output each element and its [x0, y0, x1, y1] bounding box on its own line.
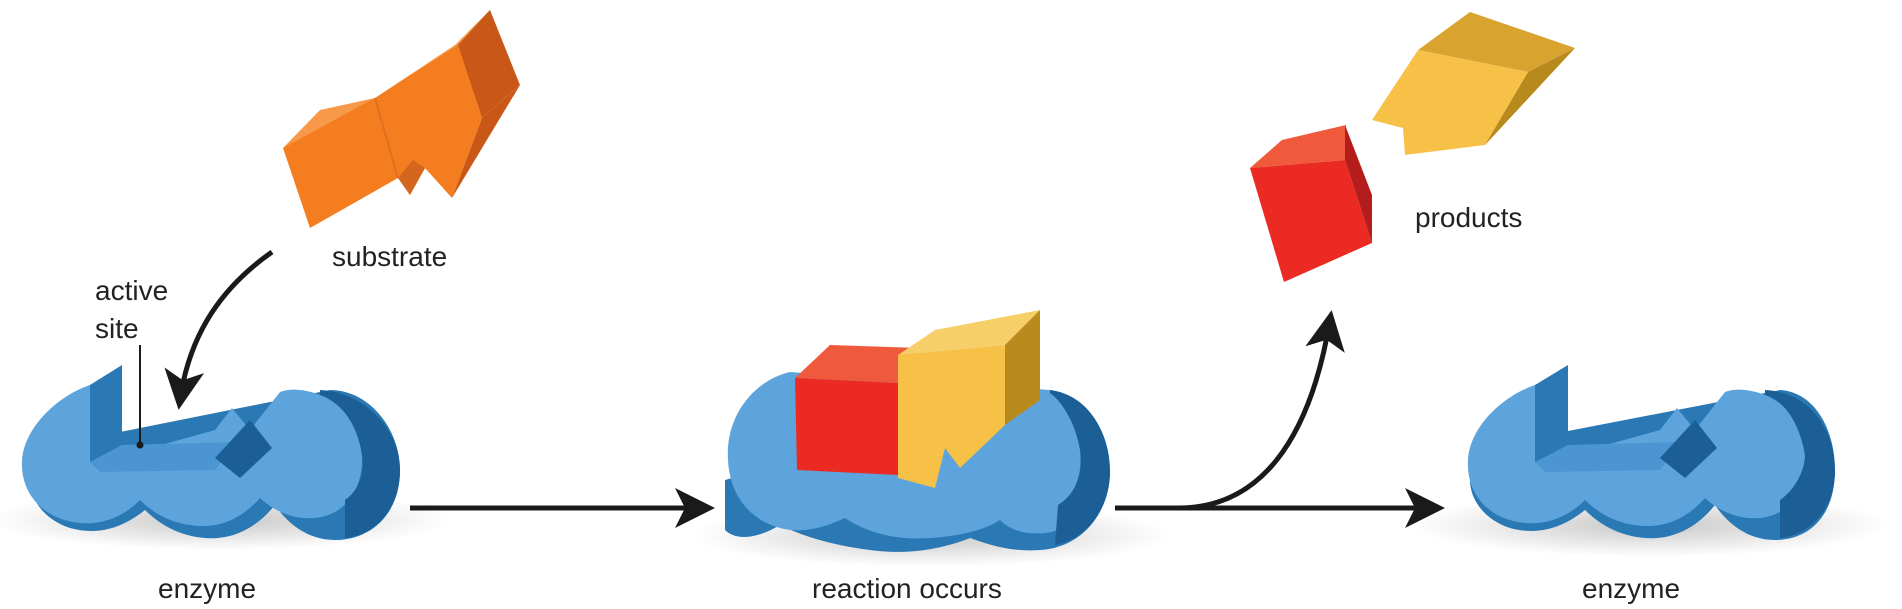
enzyme-left-notch	[215, 420, 272, 478]
active-site-label-line2: site	[95, 313, 139, 344]
substrate-side-lower	[452, 85, 520, 198]
complex-red-top	[795, 345, 920, 383]
substrate-front	[283, 45, 482, 228]
enzyme-right-notch	[1660, 420, 1717, 478]
enzyme-right-pocket-wall	[1535, 365, 1568, 462]
product-red-side	[1345, 125, 1372, 243]
complex-yellow-side	[1005, 310, 1040, 425]
complex-yellow-top	[898, 310, 1040, 355]
enzyme-right-pocket-floor	[1535, 442, 1680, 472]
enzyme-left	[0, 365, 450, 550]
complex-lobe-right	[1050, 390, 1110, 545]
complex-red-front	[795, 378, 898, 475]
product-yellow-side	[1485, 48, 1575, 145]
enzyme-right-lobe	[1765, 390, 1835, 538]
product-yellow-top	[1418, 12, 1575, 72]
substrate-label: substrate	[332, 241, 447, 272]
enzyme-left-label: enzyme	[158, 573, 256, 604]
enzyme-substrate-complex	[690, 310, 1170, 567]
complex-yellow-front	[898, 345, 1005, 488]
product-red-front	[1250, 160, 1372, 282]
product-yellow-block	[1372, 12, 1575, 155]
substrate-notch	[398, 160, 425, 195]
active-site-label-line1: active	[95, 275, 168, 306]
product-red-top	[1250, 125, 1346, 168]
product-red-cube	[1250, 125, 1372, 282]
enzyme-left-lobe	[320, 390, 400, 538]
enzyme-right-label: enzyme	[1582, 573, 1680, 604]
active-site-dot	[136, 441, 144, 449]
arrow-to-products	[1174, 310, 1345, 511]
substrate-edge	[374, 97, 399, 179]
enzyme-right	[1410, 365, 1890, 557]
enzyme-left-pocket-wall	[90, 365, 122, 462]
products-label: products	[1415, 202, 1522, 233]
bind-arrow	[164, 249, 274, 410]
product-yellow-front	[1372, 50, 1528, 155]
substrate-block	[283, 10, 520, 228]
substrate-side	[458, 10, 520, 118]
enzyme-left-pocket-floor	[90, 442, 235, 472]
reaction-label: reaction occurs	[812, 573, 1002, 604]
